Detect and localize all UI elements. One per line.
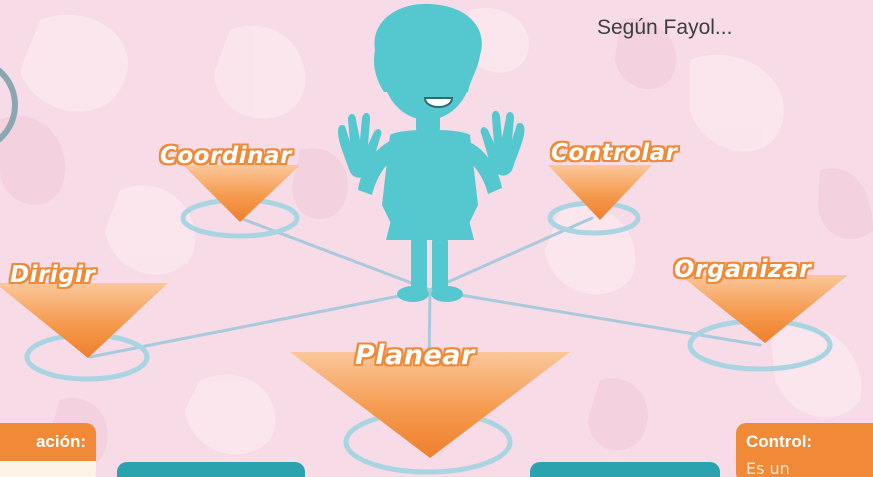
arm-left: [358, 140, 398, 195]
control-card-text: Es un: [736, 459, 873, 477]
skirt: [386, 200, 474, 240]
cones: [0, 165, 848, 458]
edge-ring: [0, 67, 18, 143]
label-organizar[interactable]: Organizar: [674, 255, 812, 283]
face: [423, 97, 454, 108]
planeacion-card: ación:: [0, 423, 96, 477]
hand-right: [480, 110, 525, 176]
leg-right: [432, 236, 448, 294]
cone-controlar: [548, 165, 652, 220]
neck: [416, 112, 440, 134]
hand-left: [338, 112, 382, 178]
head: [382, 16, 472, 120]
label-planear[interactable]: Planear: [355, 340, 475, 371]
planeacion-card-title: ación:: [0, 423, 96, 461]
label-controlar[interactable]: Controlar: [551, 140, 678, 166]
label-dirigir[interactable]: Dirigir: [10, 262, 96, 288]
cone-planear: [290, 352, 570, 458]
cone-organizar: [680, 275, 848, 343]
cone-dirigir: [0, 283, 168, 358]
control-card-title: Control:: [736, 423, 873, 461]
caption-text: Según Fayol...: [597, 16, 733, 39]
teal-button-right[interactable]: [530, 462, 720, 477]
arm-right: [460, 140, 502, 194]
leg-left: [411, 236, 427, 294]
control-card: Control: Es un: [736, 423, 873, 477]
background-pattern: [20, 8, 862, 455]
teal-button-left[interactable]: [117, 462, 305, 477]
shoe-right: [431, 286, 463, 302]
mouth: [423, 97, 454, 108]
label-coordinar[interactable]: Coordinar: [160, 143, 292, 169]
person-figure: [338, 3, 525, 302]
shoe-left: [397, 286, 429, 302]
connector-lines: [88, 216, 762, 442]
cone-coordinar: [183, 165, 300, 222]
